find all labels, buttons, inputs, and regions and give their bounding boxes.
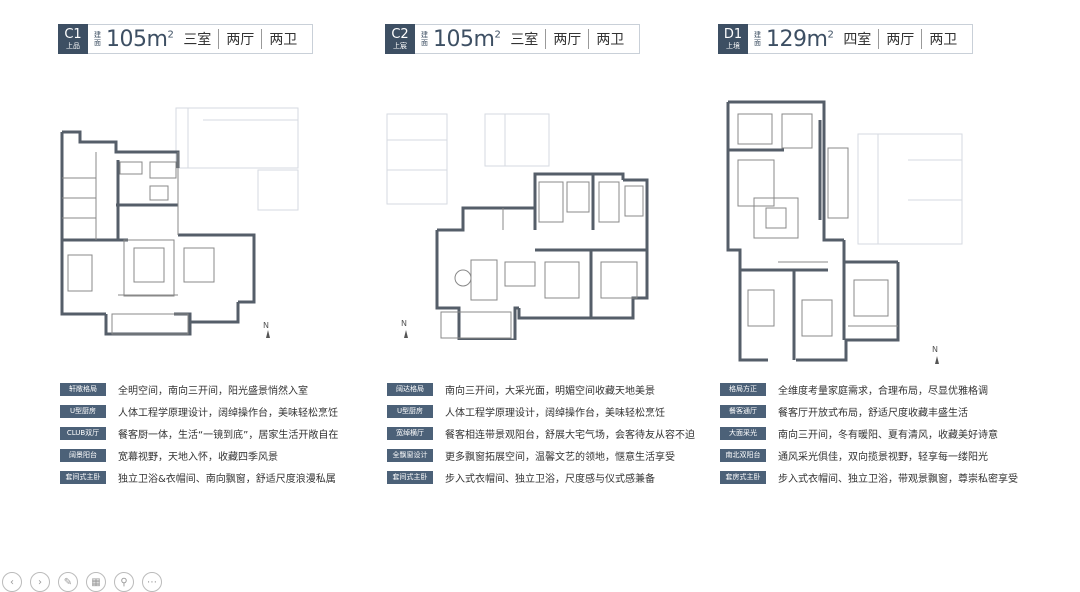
feature-text: 南向三开间，冬有暖阳、夏有清风，收藏美好诗意 xyxy=(778,429,998,441)
room-config: 三室 两厅 两卫 xyxy=(183,29,304,49)
room-config: 四室 两厅 两卫 xyxy=(843,29,964,49)
unit-badge: C2 上宸 xyxy=(385,24,415,54)
room-living: 两厅 xyxy=(218,29,261,49)
feature-text: 全明空间，南向三开间，阳光盛景悄然入室 xyxy=(118,385,308,397)
feature-tag: 套间式主卧 xyxy=(387,470,433,484)
unit-code: C2 xyxy=(391,26,409,42)
more-icon[interactable]: ⋯ xyxy=(142,572,162,592)
feature-text: 全维度考量家庭需求，合理布局，尽显优雅格调 xyxy=(778,385,988,397)
feature-tag: 套房式主卧 xyxy=(720,470,766,484)
feature-text: 宽幕视野，天地入怀，收藏四季风景 xyxy=(118,451,278,463)
feature-text: 餐客厨一体，生活“一镜到底”，居家生活开敞自在 xyxy=(118,429,339,441)
feature-tag: CLUB双厅 xyxy=(60,426,106,440)
unit-series: 上境 xyxy=(726,41,740,50)
unit-c2: C2 上宸 建面 105m2 三室 两厅 两卫 xyxy=(385,0,725,592)
feature-item: 套间式主卧独立卫浴&衣帽间、南向飘窗，舒适尺度浪漫私属 xyxy=(60,466,338,488)
unit-series: 上品 xyxy=(66,41,80,50)
feature-tag: 格局方正 xyxy=(720,382,766,396)
feature-text: 餐客厅开放式布局，舒适尺度收藏丰盛生活 xyxy=(778,407,968,419)
feature-item: 阔景阳台宽幕视野，天地入怀，收藏四季风景 xyxy=(60,444,338,466)
feature-list: 阔达格局南向三开间，大采光面，明媚空间收藏天地美景 U型厨房人体工程学原理设计，… xyxy=(387,378,695,488)
compass-icon xyxy=(404,330,408,338)
room-bath: 两卫 xyxy=(261,29,304,49)
feature-item: 套房式主卧步入式衣帽间、独立卫浴，带观景飘窗，尊崇私密享受 xyxy=(720,466,1018,488)
feature-text: 独立卫浴&衣帽间、南向飘窗，舒适尺度浪漫私属 xyxy=(118,473,336,485)
feature-tag: 轩敞格局 xyxy=(60,382,106,396)
compass-icon xyxy=(935,356,939,364)
unit-header: C2 上宸 建面 105m2 三室 两厅 两卫 xyxy=(385,24,641,54)
feature-item: 大面采光南向三开间，冬有暖阳、夏有清风，收藏美好诗意 xyxy=(720,422,1018,444)
room-bedrooms: 三室 xyxy=(510,32,539,48)
room-bedrooms: 四室 xyxy=(843,32,872,48)
feature-text: 人体工程学原理设计，阔绰操作台，美味轻松烹饪 xyxy=(445,407,665,419)
feature-item: 全飘窗设计更多飘窗拓展空间，温馨文艺的领地，惬意生活享受 xyxy=(387,444,695,466)
feature-list: 格局方正全维度考量家庭需求，合理布局，尽显优雅格调 餐客通厅餐客厅开放式布局，舒… xyxy=(720,378,1018,488)
feature-text: 通风采光俱佳，双向揽景视野，轻享每一缕阳光 xyxy=(778,451,988,463)
area-value: 129m2 xyxy=(766,26,834,52)
feature-tag: 餐客通厅 xyxy=(720,404,766,418)
unit-header: C1 上品 建面 105m2 三室 两厅 两卫 xyxy=(58,24,314,54)
compass-icon xyxy=(266,330,270,338)
slide-toolbar: ‹ › ✎ ▦ ⚲ ⋯ xyxy=(2,572,162,592)
feature-tag: 阔景阳台 xyxy=(60,448,106,462)
compass-n: N xyxy=(263,321,269,330)
floor-plan-c1: N xyxy=(60,107,299,338)
feature-item: 阔达格局南向三开间，大采光面，明媚空间收藏天地美景 xyxy=(387,378,695,400)
feature-text: 南向三开间，大采光面，明媚空间收藏天地美景 xyxy=(445,385,655,397)
unit-badge: C1 上品 xyxy=(58,24,88,54)
unit-c1: C1 上品 建面 105m2 三室 两厅 两卫 xyxy=(58,0,398,592)
unit-badge: D1 上境 xyxy=(718,24,748,54)
feature-tag: 阔达格局 xyxy=(387,382,433,396)
room-bath: 两卫 xyxy=(588,29,631,49)
compass-n: N xyxy=(401,319,407,328)
unit-d1: D1 上境 建面 129m2 四室 两厅 两卫 xyxy=(718,0,1058,592)
feature-item: CLUB双厅餐客厨一体，生活“一镜到底”，居家生活开敞自在 xyxy=(60,422,338,444)
feature-tag: 宽绰横厅 xyxy=(387,426,433,440)
feature-text: 更多飘窗拓展空间，温馨文艺的领地，惬意生活享受 xyxy=(445,451,675,463)
room-bath: 两卫 xyxy=(921,29,964,49)
unit-series: 上宸 xyxy=(393,41,407,50)
unit-header: D1 上境 建面 129m2 四室 两厅 两卫 xyxy=(718,24,974,54)
feature-item: 南北双阳台通风采光俱佳，双向揽景视野，轻享每一缕阳光 xyxy=(720,444,1018,466)
feature-tag: U型厨房 xyxy=(387,404,433,418)
feature-list: 轩敞格局全明空间，南向三开间，阳光盛景悄然入室 U型厨房人体工程学原理设计，阔绰… xyxy=(60,378,338,488)
floor-plan-d1: N xyxy=(726,100,963,364)
feature-text: 步入式衣帽间、独立卫浴，带观景飘窗，尊崇私密享受 xyxy=(778,473,1018,485)
unit-code: C1 xyxy=(64,26,82,42)
area-value: 105m2 xyxy=(106,26,174,52)
feature-item: 轩敞格局全明空间，南向三开间，阳光盛景悄然入室 xyxy=(60,378,338,400)
feature-item: 餐客通厅餐客厅开放式布局，舒适尺度收藏丰盛生活 xyxy=(720,400,1018,422)
feature-tag: 大面采光 xyxy=(720,426,766,440)
area-label: 建面 xyxy=(754,31,761,47)
zoom-icon[interactable]: ⚲ xyxy=(114,572,134,592)
compass-n: N xyxy=(932,345,938,354)
feature-tag: U型厨房 xyxy=(60,404,106,418)
grid-icon[interactable]: ▦ xyxy=(86,572,106,592)
feature-tag: 南北双阳台 xyxy=(720,448,766,462)
unit-code: D1 xyxy=(723,26,743,42)
feature-item: U型厨房人体工程学原理设计，阔绰操作台，美味轻松烹饪 xyxy=(60,400,338,422)
pen-icon[interactable]: ✎ xyxy=(58,572,78,592)
room-config: 三室 两厅 两卫 xyxy=(510,29,631,49)
room-living: 两厅 xyxy=(878,29,921,49)
area-label: 建面 xyxy=(421,31,428,47)
room-living: 两厅 xyxy=(545,29,588,49)
feature-item: U型厨房人体工程学原理设计，阔绰操作台，美味轻松烹饪 xyxy=(387,400,695,422)
next-slide-icon[interactable]: › xyxy=(30,572,50,592)
prev-slide-icon[interactable]: ‹ xyxy=(2,572,22,592)
feature-tag: 套间式主卧 xyxy=(60,470,106,484)
feature-item: 格局方正全维度考量家庭需求，合理布局，尽显优雅格调 xyxy=(720,378,1018,400)
floor-plan-c2: N xyxy=(386,113,649,340)
area-label: 建面 xyxy=(94,31,101,47)
feature-text: 餐客相连带景观阳台，舒展大宅气场，会客待友从容不迫 xyxy=(445,429,695,441)
feature-item: 套间式主卧步入式衣帽间、独立卫浴，尺度感与仪式感兼备 xyxy=(387,466,695,488)
area-value: 105m2 xyxy=(433,26,501,52)
feature-text: 人体工程学原理设计，阔绰操作台，美味轻松烹饪 xyxy=(118,407,338,419)
room-bedrooms: 三室 xyxy=(183,32,212,48)
feature-tag: 全飘窗设计 xyxy=(387,448,433,462)
feature-text: 步入式衣帽间、独立卫浴，尺度感与仪式感兼备 xyxy=(445,473,655,485)
feature-item: 宽绰横厅餐客相连带景观阳台，舒展大宅气场，会客待友从容不迫 xyxy=(387,422,695,444)
